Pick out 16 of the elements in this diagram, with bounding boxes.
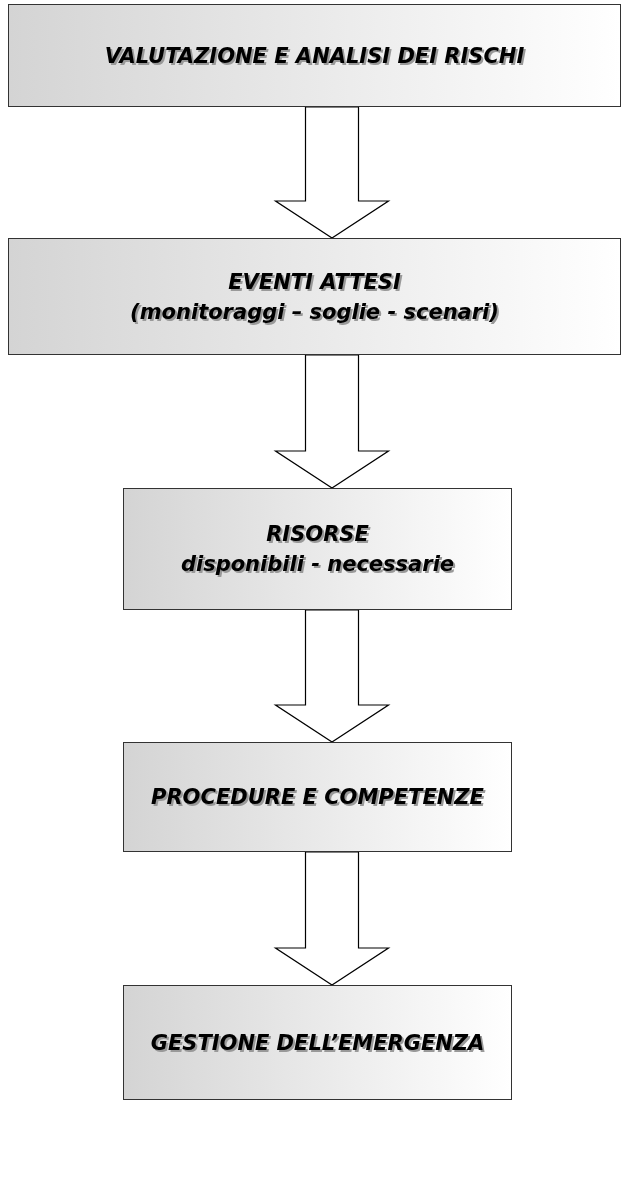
box-text: EVENTI ATTESI — [228, 268, 401, 296]
box-text: RISORSE — [266, 521, 369, 548]
box-text: PROCEDURE E COMPETENZE — [151, 784, 484, 811]
process-box — [123, 488, 512, 610]
box-text: disponibili - necessarie — [180, 551, 455, 578]
block-arrow — [273, 106, 391, 239]
process-box — [8, 4, 621, 107]
block-arrow — [273, 851, 391, 986]
process-box — [123, 742, 512, 852]
box-text: (monitoraggi – soglie - scenari) — [130, 298, 499, 326]
process-box — [8, 238, 621, 355]
box-text: VALUTAZIONE E ANALISI DEI RISCHI — [104, 42, 525, 70]
box-text: GESTIONE DELL’EMERGENZA — [150, 1029, 485, 1057]
process-box — [123, 985, 512, 1100]
block-arrow — [273, 609, 391, 743]
block-arrow — [273, 354, 391, 489]
